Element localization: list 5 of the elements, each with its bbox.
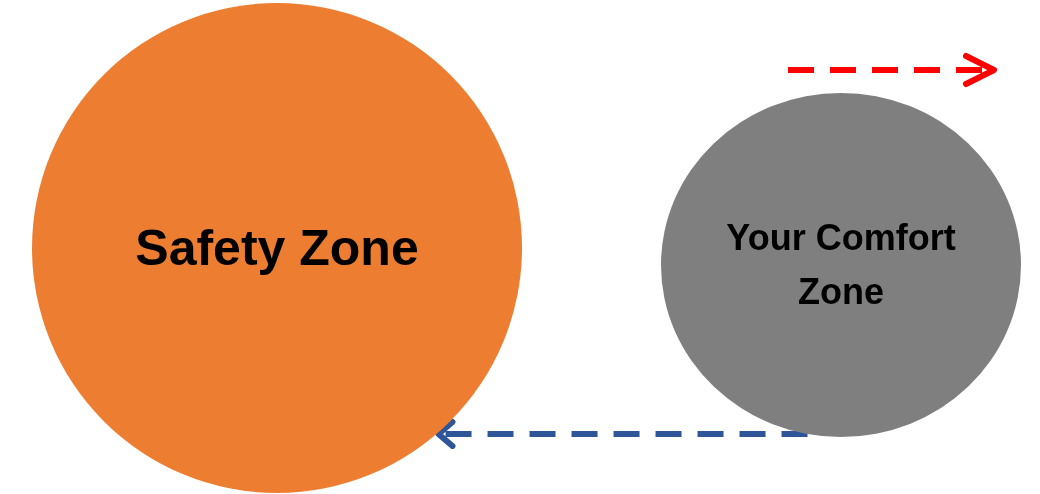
zone-circle xyxy=(661,93,1021,437)
dashed-arrow xyxy=(435,419,808,449)
zone-label: Safety Zone xyxy=(135,218,419,278)
zone-label: Your Comfort Zone xyxy=(725,216,957,314)
zone-circle xyxy=(32,3,522,493)
